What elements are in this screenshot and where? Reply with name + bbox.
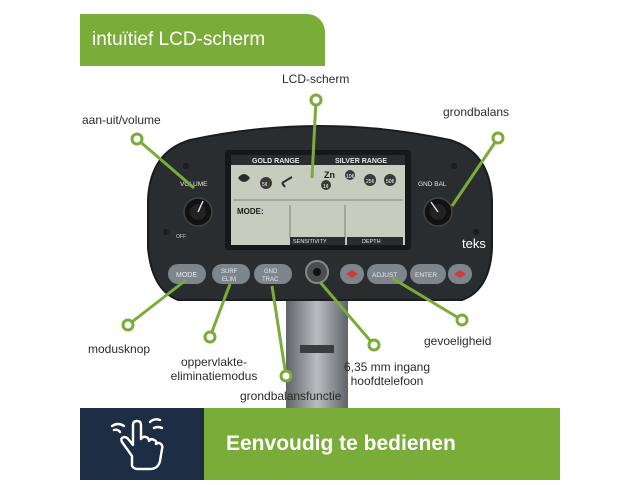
surf-elim-button[interactable]: SURF ELIM	[212, 264, 250, 284]
label-power-volume: aan-uit/volume	[82, 113, 161, 127]
footer-text: Eenvoudig te bedienen	[226, 432, 456, 455]
callout-dots	[121, 93, 505, 383]
label-headphone-line2: hoofdtelefoon	[350, 374, 424, 388]
lcd-coin-50	[384, 174, 396, 186]
volume-knob-icon[interactable]	[183, 197, 213, 227]
label-edge-text: teks	[462, 236, 486, 251]
svg-text:1¢: 1¢	[323, 184, 329, 190]
header-title: intuïtief LCD-scherm	[80, 14, 325, 66]
label-surface-elim: oppervlakte- eliminatiemodus	[154, 355, 274, 383]
label-ground-balance: grondbalans	[443, 105, 510, 119]
volume-off-label: OFF	[176, 234, 186, 240]
lcd-coin-25	[364, 174, 376, 186]
lcd-coin-5	[260, 177, 272, 189]
lcd-gold-range: GOLD RANGE	[252, 158, 300, 165]
svg-text:TRAC: TRAC	[262, 277, 279, 283]
left-arrow-button[interactable]	[340, 264, 364, 284]
svg-text:GND: GND	[264, 269, 278, 275]
footer-icon-box	[80, 408, 204, 480]
enter-button[interactable]: ENTER	[410, 264, 446, 284]
svg-text:ADJUST: ADJUST	[372, 272, 397, 279]
svg-text:25¢: 25¢	[366, 179, 375, 185]
svg-text:ENTER: ENTER	[415, 272, 437, 279]
lcd-coin-10	[345, 170, 355, 180]
gnd-bal-label: GND BAL	[418, 181, 447, 188]
right-arrow-button[interactable]	[448, 264, 472, 284]
mode-button[interactable]: MODE	[168, 264, 206, 284]
lcd-silver-range: SILVER RANGE	[335, 158, 387, 165]
svg-text:SURF: SURF	[221, 269, 238, 275]
label-mode-button: modusknop	[88, 342, 151, 356]
tap-hand-icon	[110, 418, 164, 471]
svg-text:ELIM: ELIM	[222, 277, 236, 283]
label-surface-elim-line2: eliminatiemodus	[170, 369, 258, 383]
label-ground-function: grondbalansfunctie	[240, 389, 342, 403]
lcd-depth: DEPTH	[362, 239, 381, 245]
svg-text:5¢: 5¢	[262, 182, 268, 188]
svg-text:50¢: 50¢	[386, 179, 395, 185]
label-sensitivity: gevoeligheid	[424, 334, 492, 348]
label-surface-elim-line1: oppervlakte-	[180, 355, 248, 369]
callout-lines	[127, 99, 500, 377]
adjust-button[interactable]: ADJUST	[367, 264, 407, 284]
lcd-key-icon	[281, 176, 293, 188]
label-headphone: 6,35 mm ingang hoofdtelefoon	[332, 360, 442, 388]
lcd-zn: Zn	[324, 170, 335, 180]
lcd-ring-icon	[238, 174, 250, 182]
lcd-sensitivity: SENSITIVITY	[293, 239, 327, 245]
label-headphone-line1: 6,35 mm ingang	[343, 360, 431, 374]
lcd-coin-1	[321, 180, 331, 190]
headphone-jack[interactable]	[305, 260, 329, 284]
lcd-mode-label: MODE:	[237, 207, 264, 216]
ground-balance-knob-icon[interactable]	[423, 197, 453, 227]
svg-text:10¢: 10¢	[346, 174, 355, 180]
svg-text:MODE: MODE	[176, 272, 197, 279]
volume-label: VOLUME	[180, 181, 208, 188]
gnd-trac-button[interactable]: GND TRAC	[254, 264, 292, 284]
label-lcd: LCD-scherm	[282, 72, 350, 86]
